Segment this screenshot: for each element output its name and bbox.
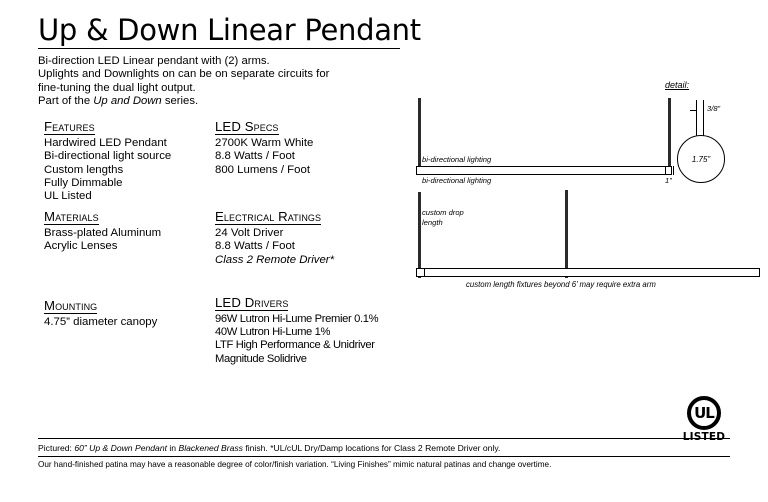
downlight-label: bi-directional lighting [422,176,492,185]
detail-rod [696,100,704,152]
electrical-ratings-heading: Electrical Ratings [215,209,322,225]
drawing-caption: custom length fixtures beyond 6’ may req… [466,280,656,289]
section-features: Features Hardwired LED Pendant Bi-direct… [44,118,171,203]
list-item: 24 Volt Driver [215,227,284,239]
footer-finish-italic: Blackened Brass [178,442,243,453]
ul-logo-icon: UL [687,396,721,430]
dim-leader-rod [690,110,696,111]
uplight-label: bi-directional lighting [422,155,492,164]
section-mounting: Mounting 4.75” diameter canopy [44,297,157,329]
footer-product-italic: 60” Up & Down Pendant [74,442,167,453]
electrical-ratings-note: Class 2 Remote Driver* [215,253,335,266]
list-item: 4.75” diameter canopy [44,316,158,328]
dim-label-disc: 1.75” [691,154,711,164]
dim-tick-bar-b [673,166,674,175]
ul-listed-mark: UL LISTED [678,396,730,443]
pendant-stem-left [418,98,421,166]
technical-drawing: detail: bi-directional lighting bi-direc… [400,80,768,295]
list-item: 2700K Warm White [215,137,314,149]
list-item: Custom lengths [44,163,124,176]
drop-length-label-line1: custom drop [422,208,464,217]
list-item: 96W Lutron Hi-Lume Premier 0.1% [215,313,379,325]
page-title: Up & Down Linear Pendant [38,13,421,47]
list-item: Acrylic Lenses [44,240,118,253]
list-item: LTF High Performance & Unidriver [215,339,375,352]
list-item: Hardwired LED Pendant [44,137,167,149]
detail-label: detail: [665,80,690,90]
intro-series-name: Up and Down [93,95,162,108]
list-item: Magnitude Solidrive [215,352,307,365]
mounting-list: 4.75” diameter canopy [44,316,157,329]
list-item: 8.8 Watts / Foot [215,240,295,253]
led-specs-list: 2700K Warm White 8.8 Watts / Foot 800 Lu… [215,137,313,177]
footer: Pictured: 60” Up & Down Pendant in Black… [38,438,730,471]
list-item: UL Listed [44,190,92,203]
list-item: Fully Dimmable [44,176,123,189]
intro-paragraph: Bi-direction LED Linear pendant with (2)… [38,55,418,109]
intro-line-1: Bi-direction LED Linear pendant with (2)… [38,55,270,67]
footer-line-2: Our hand-finished patina may have a reas… [38,460,552,469]
drop-stem-middle [565,190,568,278]
list-item: Bi-directional light source [44,150,172,163]
footer-mid: in [167,442,179,453]
led-drivers-list: 96W Lutron Hi-Lume Premier 0.1% 40W Lutr… [215,313,379,366]
title-block: Up & Down Linear Pendant Bi-direction LE… [38,13,421,109]
intro-series-prefix: Part of the [38,95,94,108]
list-item: Brass-plated Aluminum [44,227,162,239]
ul-monogram: UL [694,404,715,422]
section-materials: Materials Brass-plated Aluminum Acrylic … [44,208,161,254]
footer-rule-top [38,438,730,439]
footer-rule-mid [38,455,730,457]
section-led-specs: LED Specs 2700K Warm White 8.8 Watts / F… [215,118,313,177]
led-specs-heading: LED Specs [215,119,279,135]
section-electrical-ratings: Electrical Ratings 24 Volt Driver 8.8 Wa… [215,208,334,267]
bar-lower-endcap [424,268,425,277]
dim-label-bar: 1” [665,176,672,185]
footer-line-1: Pictured: 60” Up & Down Pendant in Black… [38,439,730,456]
intro-line-2: Uplights and Downlights on can be on sep… [38,68,330,81]
drop-length-label-line2: length [422,218,443,227]
drop-stem-left [418,192,421,278]
list-item: 8.8 Watts / Foot [215,150,295,163]
intro-line-3: fine-tuning the dual light output. [38,81,196,94]
section-led-drivers: LED Drivers 96W Lutron Hi-Lume Premier 0… [215,294,379,366]
mounting-heading: Mounting [44,298,98,314]
footer-tail: finish. *UL/cUL Dry/Damp locations for C… [242,442,501,453]
intro-series-tail: series. [161,95,199,108]
materials-list: Brass-plated Aluminum Acrylic Lenses [44,227,161,254]
materials-heading: Materials [44,209,99,225]
dim-label-rod: 3/8” [707,104,721,113]
pendant-bar-upper [416,166,672,175]
list-item: 800 Lumens / Foot [215,163,310,176]
detail-disc: 1.75” [677,135,725,183]
pendant-bar-lower [416,268,760,277]
list-item: 40W Lutron Hi-Lume 1% [215,326,331,339]
dim-tick-bar-a [665,166,666,175]
ul-listed-text: LISTED [682,431,726,443]
features-heading: Features [44,119,95,135]
title-underline [38,48,400,49]
pendant-stem-right [668,98,671,166]
footer-prefix: Pictured: [38,442,75,453]
led-drivers-heading: LED Drivers [215,295,289,311]
features-list: Hardwired LED Pendant Bi-directional lig… [44,137,171,203]
electrical-ratings-list: 24 Volt Driver 8.8 Watts / Foot Class 2 … [215,227,334,267]
intro-line-4: Part of the Up and Down series. [38,95,418,108]
